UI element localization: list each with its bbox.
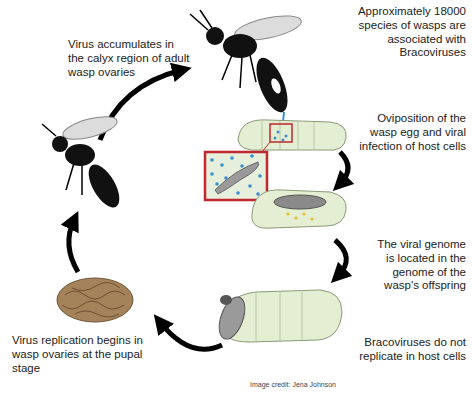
stage-label: Virus replication begins in wasp ovaries… xyxy=(12,334,152,375)
stage-label: Virus accumulates in the calyx region of… xyxy=(68,38,193,79)
stage-label: Approximately 18000 species of wasps are… xyxy=(334,5,466,60)
stage-label: Oviposition of the wasp egg and viral in… xyxy=(354,112,466,153)
stage-label: Bracoviruses do not replicate in host ce… xyxy=(334,336,466,364)
stage-label: The viral genome is located in the genom… xyxy=(366,238,466,293)
credit-note: Image credit: Jena Johnson xyxy=(250,381,370,389)
